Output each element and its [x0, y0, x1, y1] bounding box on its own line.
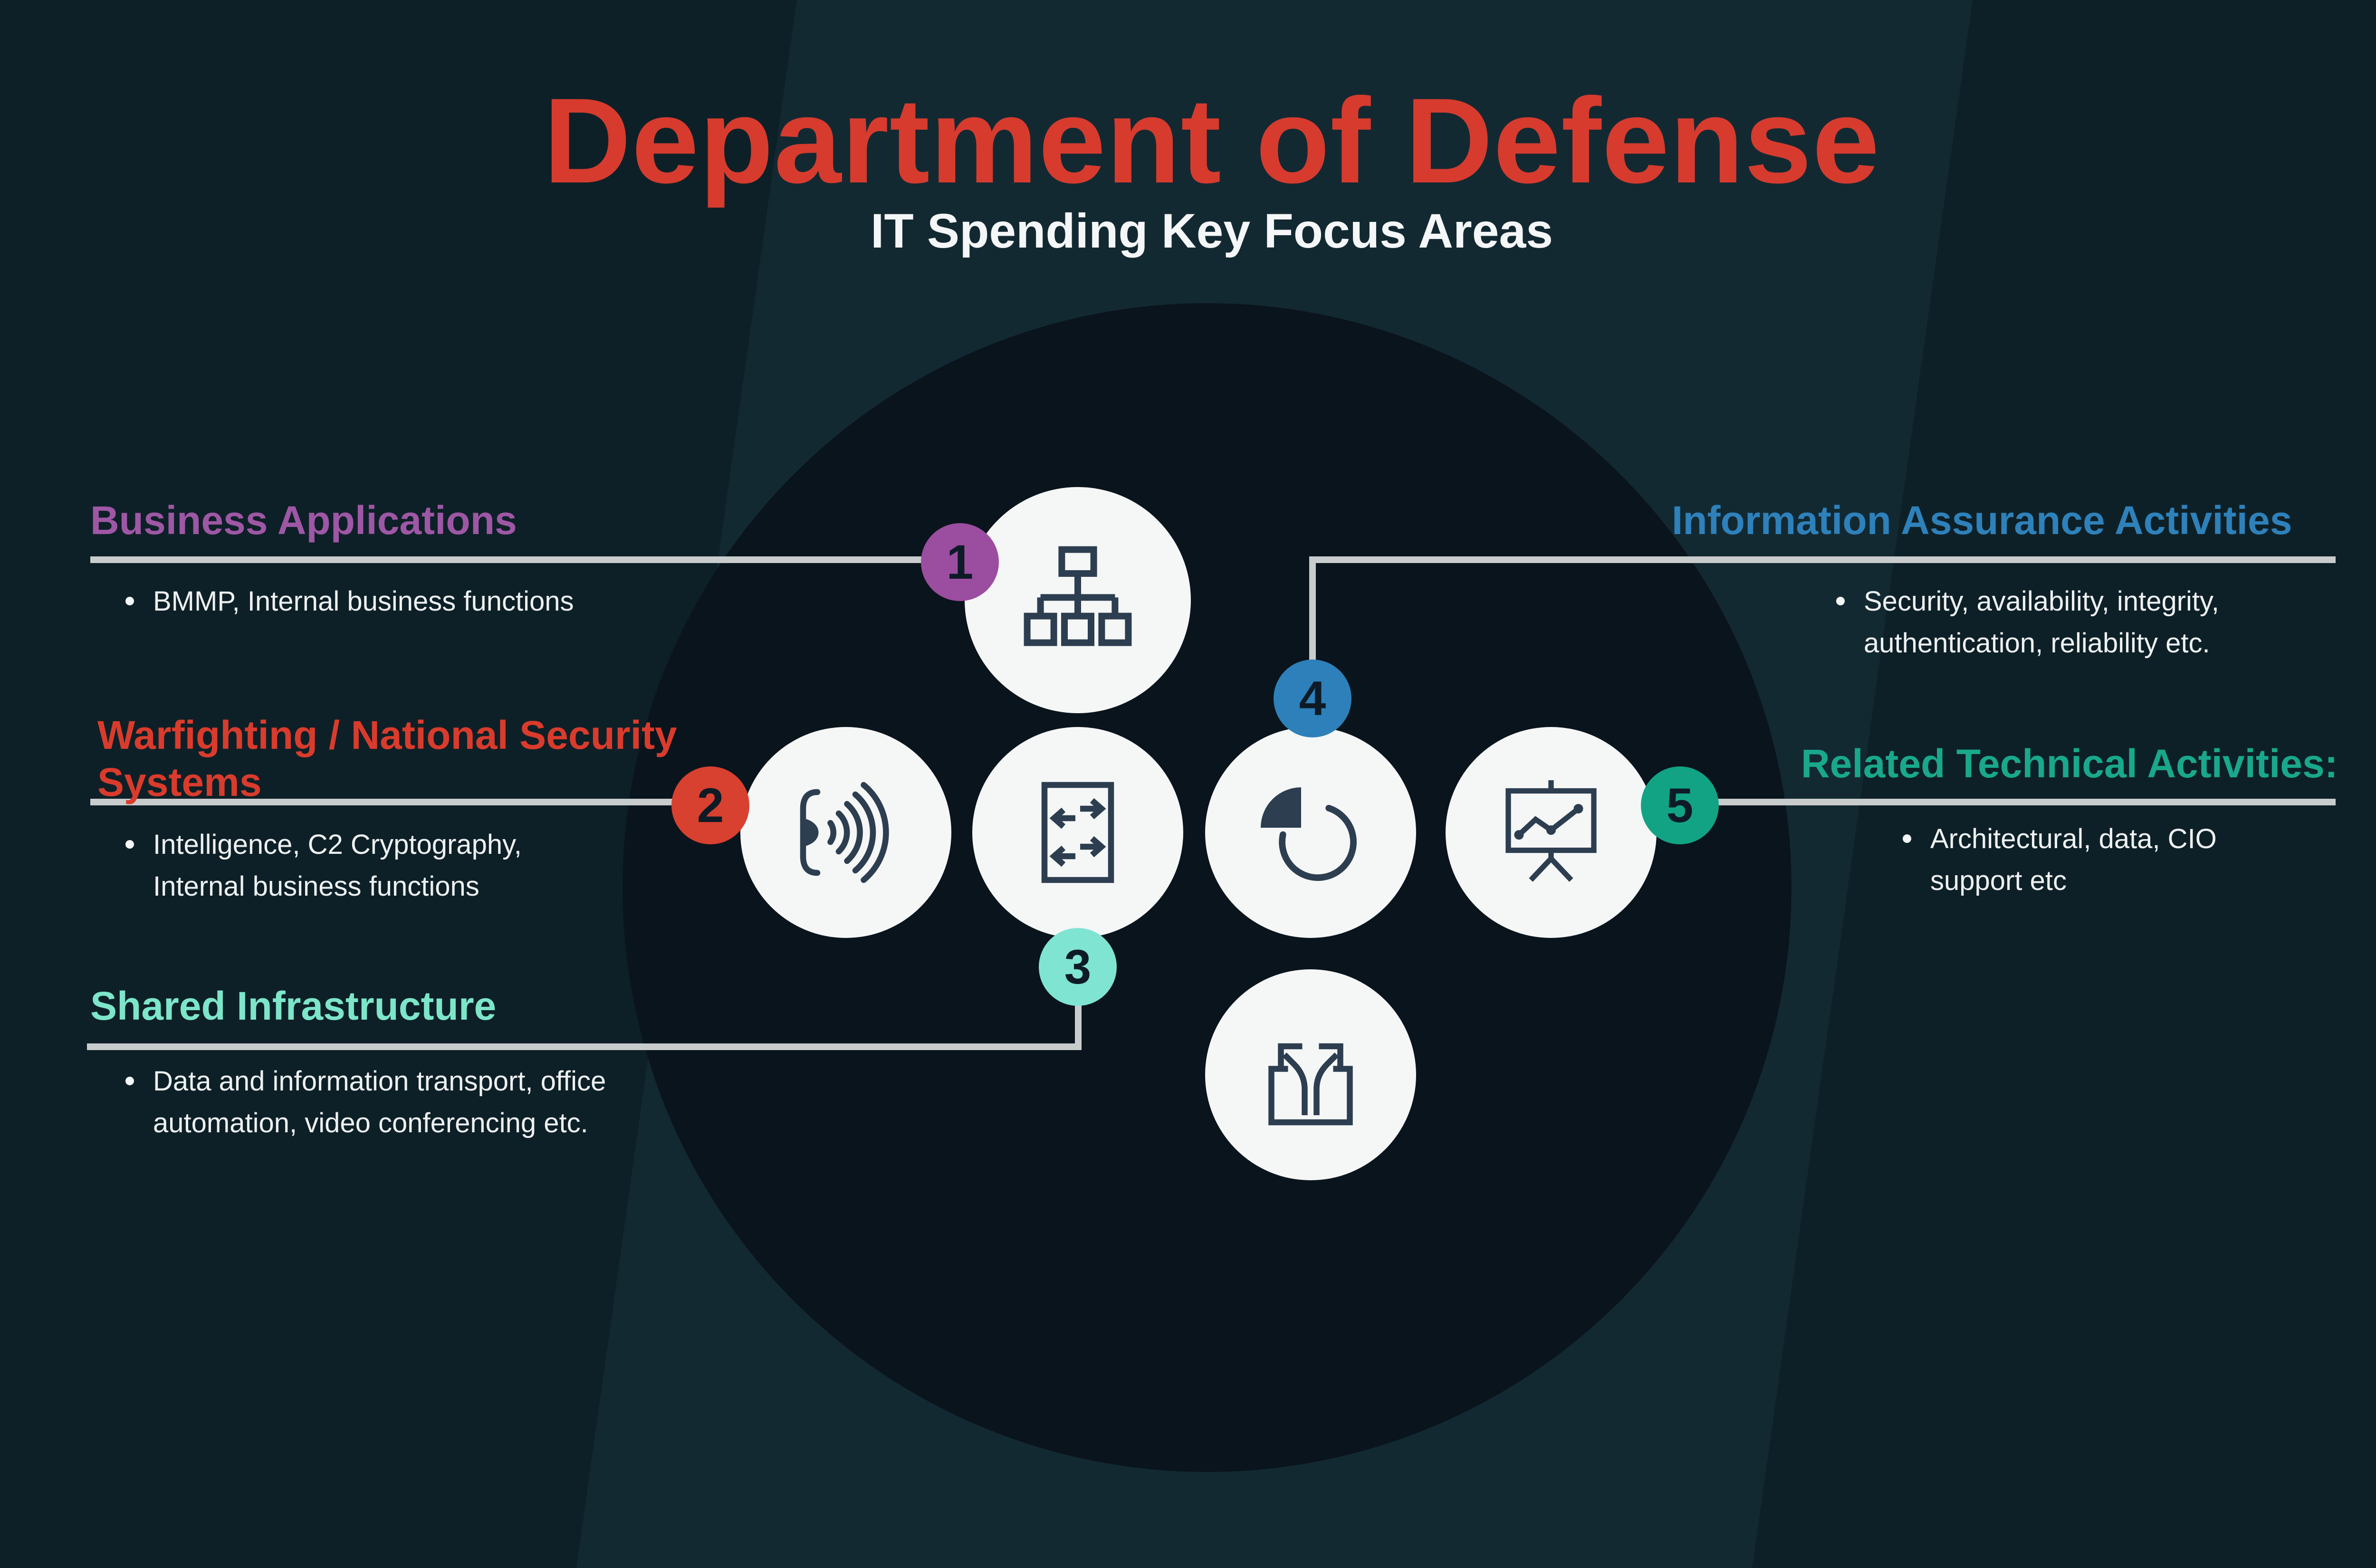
connector-line-1 [90, 556, 960, 563]
badge-4: 4 [1274, 660, 1351, 737]
badge-4-number: 4 [1299, 671, 1326, 726]
badge-3-number: 3 [1064, 939, 1092, 994]
connector-line-2 [90, 799, 710, 805]
bullet-text: Data and information transport, office a… [153, 1066, 606, 1138]
icon-circle-shared-infrastructure [972, 727, 1183, 938]
label-information-assurance: Information Assurance Activities [1672, 498, 2292, 543]
bullet-dot [125, 840, 134, 849]
icon-circle-warfighting [740, 727, 951, 938]
bullet-dot [125, 1077, 134, 1085]
label-warfighting: Warfighting / National Security Systems [97, 713, 677, 805]
badge-2-number: 2 [697, 778, 724, 832]
bullet-dot [1836, 597, 1845, 605]
badge-5-number: 5 [1666, 778, 1694, 832]
bullet-business-applications: BMMP, Internal business functions [122, 581, 818, 622]
presentation-chart-icon [1505, 780, 1597, 882]
split-arrows-icon [1268, 1043, 1353, 1126]
pie-chart-icon [1261, 787, 1357, 881]
badge-5: 5 [1641, 766, 1719, 844]
icon-circle-bottom [1205, 969, 1416, 1180]
bullet-dot [1903, 834, 1911, 843]
icon-circle-information-assurance [1205, 727, 1416, 938]
icon-circle-business-applications [965, 487, 1191, 713]
org-chart-icon [1024, 546, 1132, 646]
page-subtitle: IT Spending Key Focus Areas [871, 204, 1553, 258]
label-business-applications: Business Applications [90, 498, 517, 543]
data-switch-icon [1041, 782, 1114, 883]
bullet-text: Security, availability, integrity, authe… [1864, 586, 2219, 659]
badge-1-number: 1 [946, 535, 974, 589]
label-shared-infrastructure: Shared Infrastructure [90, 984, 497, 1028]
label-related-technical: Related Technical Activities: [1801, 741, 2338, 786]
badge-2: 2 [671, 766, 749, 844]
sound-wave-icon [800, 782, 889, 883]
bullet-dot [125, 597, 134, 605]
bullet-text: Architectural, data, CIO support etc [1930, 823, 2217, 896]
badge-1: 1 [921, 523, 999, 601]
connector-line-5 [1680, 799, 2336, 805]
connector-line-3-horizontal [87, 1043, 1082, 1050]
bullet-related-technical: Architectural, data, CIO support etc [1899, 818, 2306, 902]
bullet-text: Intelligence, C2 Cryptography, Internal … [153, 829, 522, 902]
bullet-information-assurance: Security, availability, integrity, authe… [1832, 581, 2348, 664]
badge-3: 3 [1039, 928, 1117, 1006]
connector-line-4-horizontal [1309, 556, 2336, 563]
bullet-warfighting: Intelligence, C2 Cryptography, Internal … [122, 824, 590, 908]
bullet-shared-infrastructure: Data and information transport, office a… [122, 1061, 714, 1144]
page-title: Department of Defense [543, 73, 1880, 209]
icon-circle-related-technical [1446, 727, 1657, 938]
bullet-text: BMMP, Internal business functions [153, 586, 574, 617]
